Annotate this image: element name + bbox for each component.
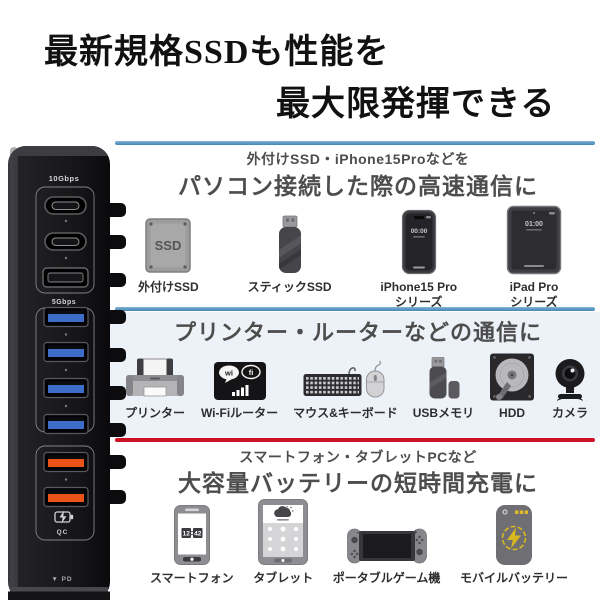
list-item-wifi-router: wi fi Wi-Fiルーター — [201, 353, 278, 422]
list-item-mouse-keyboard: マウス&キーボード — [293, 353, 398, 422]
list-item-camera: カメラ — [550, 353, 590, 422]
phone-clock-minutes: 42 — [194, 531, 202, 538]
item-label: ポータブルゲーム機 — [332, 571, 441, 585]
tablet-icon — [257, 496, 309, 566]
item-label: スマートフォン — [150, 571, 234, 585]
hub-usbc-port-2 — [44, 232, 87, 251]
item-label: iPad Pro — [509, 280, 559, 294]
list-item-external-ssd: SSD 外付けSSD — [138, 203, 199, 309]
hub-10gbps-label: 10Gbps — [49, 174, 80, 183]
section2-title: プリンター・ルーターなどの通信に — [173, 320, 542, 345]
wifi-bubble-right-text: fi — [248, 368, 253, 377]
section2-item-row: プリンター wi fi Wi-Fiルーター — [124, 353, 590, 422]
hub-qc-label: QC — [57, 529, 69, 536]
item-label-2: シリーズ — [510, 294, 558, 309]
list-item-stick-ssd: スティックSSD — [248, 203, 332, 309]
wifi-router-icon: wi fi — [213, 353, 267, 401]
item-label: 外付けSSD — [138, 280, 199, 294]
hub-usbc-port-1 — [44, 196, 87, 215]
quick-charge-battery-icon — [54, 510, 74, 524]
section3-item-row: 12 42 スマートフォン — [150, 496, 568, 587]
printer-icon — [124, 353, 186, 401]
hub-host-port — [42, 267, 89, 288]
usb-hub-product: 10Gbps 5Gbps — [0, 140, 132, 600]
section3-subtitle: スマートフォン・タブレットPCなど — [239, 449, 477, 465]
list-item-hdd: HDD — [489, 353, 535, 422]
camera-icon — [550, 353, 590, 401]
ipad-icon: 01:00 — [506, 203, 562, 275]
mobile-battery-icon — [494, 496, 534, 566]
hub-body — [8, 146, 110, 600]
phone-clock-hours: 12 — [182, 531, 190, 538]
hub-5gbps-label: 5Gbps — [52, 299, 76, 306]
iphone-icon: 00:00 — [401, 203, 437, 275]
list-item-printer: プリンター — [124, 353, 186, 422]
ipad-screen-time: 01:00 — [525, 221, 543, 228]
list-item-portable-game: ポータブルゲーム機 — [332, 496, 441, 587]
divider-red — [115, 438, 595, 442]
hdd-icon — [489, 353, 535, 401]
divider-blue-middle — [115, 307, 595, 311]
headline-line2: 最大限発揮できる — [276, 86, 556, 123]
list-item-usb-memory: USBメモリ — [413, 353, 474, 422]
list-item-mobile-battery: モバイルバッテリー — [460, 496, 568, 587]
item-label: モバイルバッテリー — [459, 571, 568, 585]
list-item-ipad: 01:00 iPad Pro シリーズ — [506, 203, 562, 309]
ssd-badge-text: SSD — [155, 238, 182, 253]
item-label: HDD — [499, 406, 526, 420]
item-label: タブレット — [253, 571, 314, 585]
portable-game-console-icon — [346, 496, 427, 566]
hub-pd-label: ▼ PD — [51, 576, 72, 583]
item-label: マウス&キーボード — [293, 406, 398, 420]
list-item-smartphone: 12 42 スマートフォン — [150, 496, 234, 587]
item-label: Wi-Fiルーター — [200, 406, 279, 420]
section1-item-row: SSD 外付けSSD スティックSSD — [138, 203, 562, 309]
wifi-bubble-left-text: wi — [224, 369, 233, 378]
item-label: カメラ — [551, 406, 588, 420]
hub-charge-ports — [43, 451, 89, 508]
usb-memory-icon — [426, 353, 460, 401]
item-label: スティックSSD — [247, 280, 332, 294]
headline-line1: 最新規格SSDも性能を — [44, 34, 390, 71]
external-ssd-icon: SSD — [143, 203, 193, 275]
stick-ssd-icon — [277, 203, 303, 275]
section1-subtitle: 外付けSSD・iPhone15Proなどを — [246, 151, 470, 167]
hub-usb3-ports — [43, 306, 89, 435]
smartphone-icon: 12 42 — [173, 496, 211, 566]
divider-blue-top — [115, 141, 595, 145]
list-item-tablet: タブレット — [253, 496, 313, 587]
list-item-iphone: 00:00 iPhone15 Pro シリーズ — [380, 203, 457, 309]
section1-title: パソコン接続した際の高速通信に — [178, 173, 538, 199]
iphone-screen-time: 00:00 — [410, 228, 427, 235]
item-label: iPhone15 Pro — [380, 280, 458, 294]
item-label: プリンター — [124, 406, 185, 420]
item-label: USBメモリ — [412, 406, 475, 420]
mouse-keyboard-icon — [303, 353, 387, 401]
item-label-2: シリーズ — [395, 294, 443, 309]
section3-title: 大容量バッテリーの短時間充電に — [178, 470, 538, 496]
